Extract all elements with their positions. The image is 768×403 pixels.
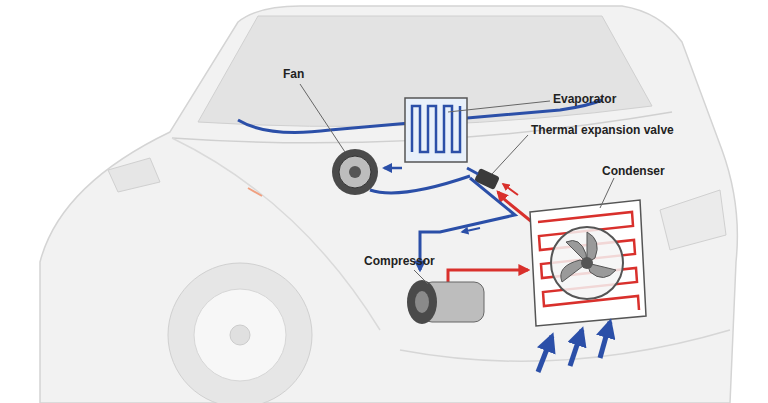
evaporator-coil xyxy=(412,106,460,152)
flow-arrow-blue xyxy=(462,228,480,232)
leader-line xyxy=(492,135,528,174)
car-body xyxy=(40,6,737,403)
headlight xyxy=(660,190,726,250)
evaporator-inlet xyxy=(467,168,478,174)
incoming-air-arrow xyxy=(600,322,610,358)
evaporator-core xyxy=(405,98,467,162)
part-label: Condenser xyxy=(602,164,665,178)
part-label: Compressor xyxy=(364,254,435,268)
side-marker xyxy=(248,188,262,196)
condenser-fan-ring xyxy=(551,227,623,299)
air-duct xyxy=(370,176,470,193)
compressor-pulley xyxy=(407,280,437,324)
blower-fan-hub xyxy=(349,166,361,178)
part-label: Evaporator xyxy=(553,92,616,106)
bumper-line xyxy=(400,330,730,361)
incoming-air-arrow xyxy=(538,336,552,372)
part-label: Fan xyxy=(283,67,304,81)
leader-line xyxy=(600,178,614,208)
leader-line xyxy=(414,270,428,284)
compressor-pulley-center xyxy=(415,291,429,313)
wheel-rim xyxy=(194,289,286,381)
expansion-valve xyxy=(474,168,500,190)
blower-fan-wheel xyxy=(339,156,371,188)
flow-arrow-red xyxy=(503,184,518,195)
leader-line xyxy=(448,101,550,112)
incoming-air-arrow xyxy=(570,330,582,366)
side-mirror xyxy=(108,158,160,192)
part-label: Thermal expansion valve xyxy=(531,123,674,137)
condenser-coil xyxy=(538,212,639,310)
discharge-line xyxy=(448,270,528,282)
condenser-fan-blades xyxy=(561,232,616,282)
wheel-hub xyxy=(230,325,250,345)
blower-fan-housing xyxy=(332,149,378,195)
condenser-fan-hub xyxy=(581,257,593,269)
condenser-core xyxy=(530,200,646,326)
leader-line xyxy=(300,84,345,152)
wheel-arch xyxy=(168,263,312,403)
air-flow-arrow xyxy=(384,167,402,170)
